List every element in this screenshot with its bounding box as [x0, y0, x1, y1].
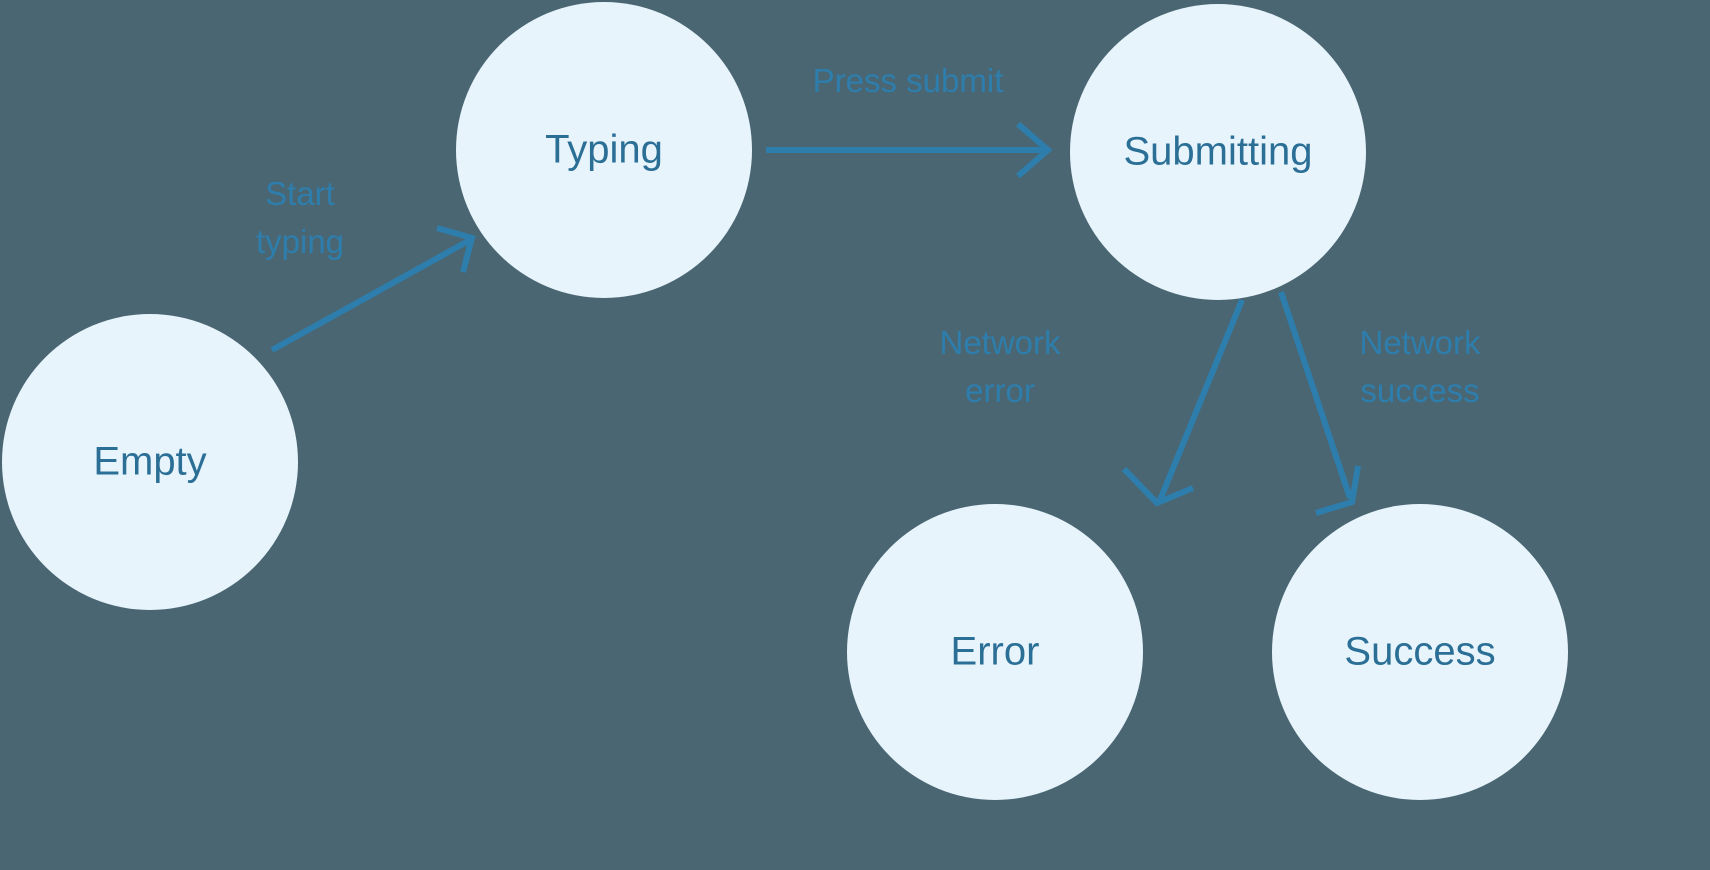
edge-empty-to-typing-arrowhead — [436, 225, 476, 273]
edge-typing-to-submitting-arrowhead — [1016, 121, 1053, 179]
edge-label-network-error-line2: error — [965, 372, 1035, 409]
node-error-label: Error — [951, 630, 1040, 674]
node-submitting[interactable]: Submitting — [1070, 4, 1366, 300]
node-error-circle — [847, 504, 1143, 800]
edge-label-network-error-line1: Network — [939, 324, 1061, 361]
node-submitting-circle — [1070, 4, 1366, 300]
edge-submitting-to-error-line — [1157, 298, 1245, 502]
edge-label-typing-to-submitting: Press submit — [813, 62, 1004, 99]
edge-submitting-to-error-arrowhead — [1121, 466, 1195, 507]
node-empty[interactable]: Empty — [2, 314, 298, 610]
edge-submitting-to-success-line — [1278, 291, 1353, 499]
node-success-label: Success — [1344, 630, 1495, 674]
edge-submitting-to-error[interactable] — [1121, 298, 1245, 507]
edge-label-submitting-to-success: Network success — [1359, 324, 1481, 409]
node-success-circle — [1272, 504, 1568, 800]
edge-empty-to-typing-line — [270, 237, 472, 353]
edge-submitting-to-success[interactable] — [1278, 291, 1361, 516]
edge-label-start-typing-line2: typing — [256, 223, 344, 260]
node-typing-circle — [456, 2, 752, 298]
edge-label-start-typing-line1: Start — [265, 175, 335, 212]
node-success[interactable]: Success — [1272, 504, 1568, 800]
edge-submitting-to-success-arrowhead — [1315, 465, 1361, 516]
edge-typing-to-submitting[interactable] — [766, 121, 1053, 179]
edge-label-press-submit: Press submit — [813, 62, 1004, 99]
edge-label-empty-to-typing: Start typing — [256, 175, 344, 260]
node-submitting-label: Submitting — [1124, 130, 1313, 174]
node-typing[interactable]: Typing — [456, 2, 752, 298]
node-error[interactable]: Error — [847, 504, 1143, 800]
edge-label-submitting-to-error: Network error — [939, 324, 1061, 409]
node-empty-circle — [2, 314, 298, 610]
edge-label-network-success-line1: Network — [1359, 324, 1481, 361]
edge-empty-to-typing[interactable] — [270, 225, 476, 353]
node-empty-label: Empty — [93, 440, 206, 484]
node-typing-label: Typing — [545, 128, 663, 172]
edge-label-network-success-line2: success — [1360, 372, 1479, 409]
